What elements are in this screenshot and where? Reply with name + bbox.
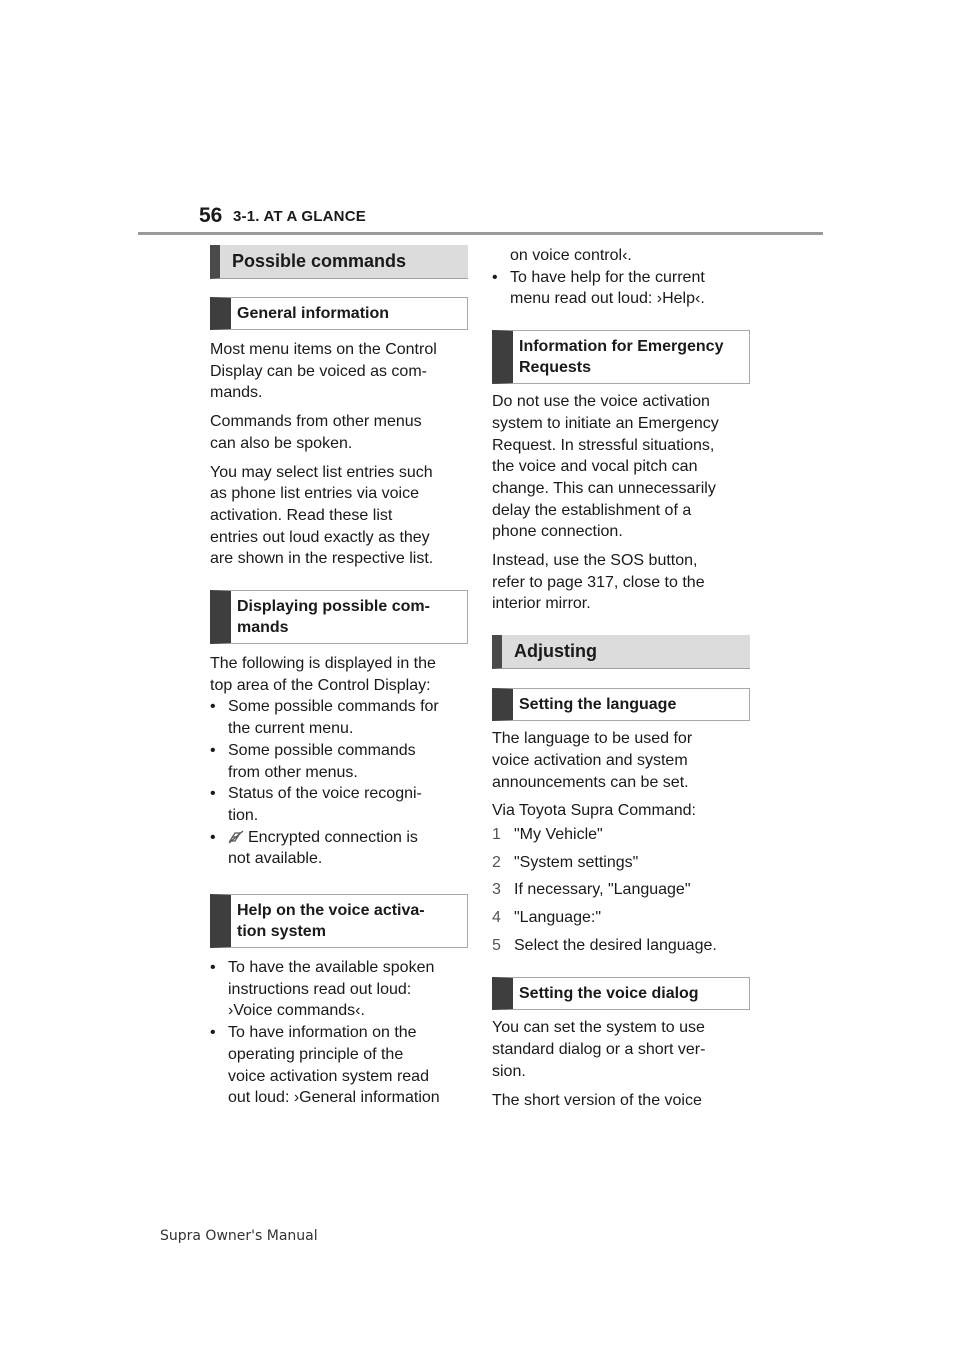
list-item-continued: on voice control‹.	[510, 247, 632, 264]
list-item: To have help for the current menu read o…	[492, 267, 750, 310]
heading-emergency-requests: Information for Emergency Requests	[492, 330, 750, 385]
para-following-displayed: The following is displayed in the top ar…	[210, 655, 436, 694]
heading-setting-language: Setting the language	[492, 688, 750, 722]
heading-general-information: General information	[210, 297, 468, 330]
left-column: Possible commands General information Mo…	[210, 245, 468, 1109]
list-item: Status of the voice recogni-tion.	[210, 783, 468, 826]
heading-setting-voice-dialog: Setting the voice dialog	[492, 977, 750, 1011]
para-voice-dialog: You can set the system to use standard d…	[492, 1019, 706, 1080]
para-sos-button: Instead, use the SOS button, refer to pa…	[492, 552, 705, 613]
header-rule	[138, 232, 823, 235]
heading-possible-commands: Possible commands	[210, 245, 468, 279]
para-other-menus: Commands from other menus can also be sp…	[210, 413, 422, 452]
page-number: 56	[199, 204, 223, 227]
heading-adjusting: Adjusting	[492, 635, 750, 670]
para-via-command: Via Toyota Supra Command:	[492, 802, 696, 820]
step-item: 4"Language:"	[492, 909, 601, 927]
encrypted-connection-icon	[228, 830, 244, 844]
para-emergency-warning: Do not use the voice activation system t…	[492, 393, 719, 541]
right-column: on voice control‹. To have help for the …	[492, 245, 750, 1111]
heading-help-voice-activation: Help on the voice activa- tion system	[210, 894, 468, 949]
para-list-entries: You may select list entries such as phon…	[210, 463, 434, 568]
heading-displaying-commands: Displaying possible com- mands	[210, 590, 468, 645]
para-menu-items: Most menu items on the Control Display c…	[210, 341, 437, 402]
step-item: 2"System settings"	[492, 853, 639, 871]
section-title: 3-1. AT A GLANCE	[233, 208, 366, 225]
footer-manual-title: Supra Owner's Manual	[160, 1228, 318, 1244]
list-item: To have information on the operating pri…	[210, 1022, 468, 1109]
para-short-version: The short version of the voice	[492, 1091, 702, 1109]
step-item: 1"My Vehicle"	[492, 825, 603, 843]
para-language: The language to be used for voice activa…	[492, 730, 693, 791]
list-item: To have the available spoken instruction…	[210, 957, 468, 1022]
